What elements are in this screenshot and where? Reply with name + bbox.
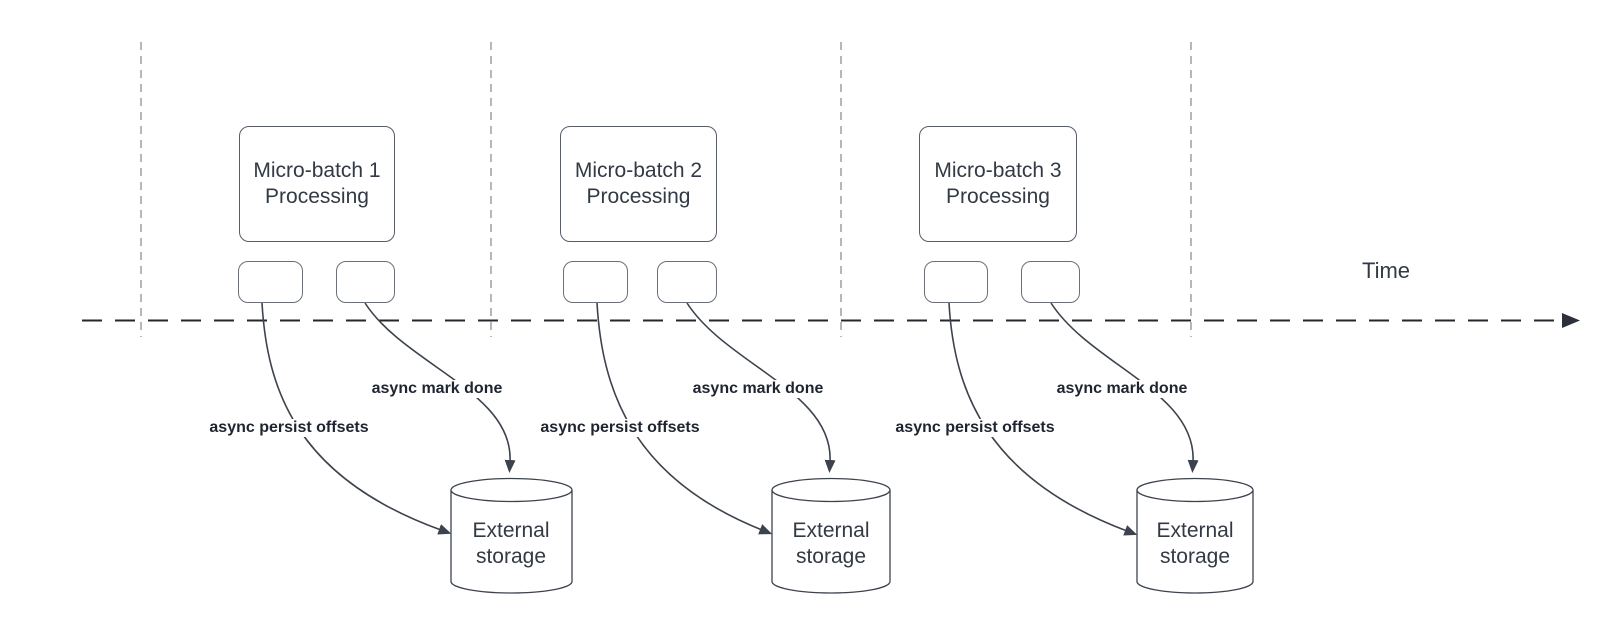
mark-done-label-1: async mark done <box>368 380 506 398</box>
cylinder-top <box>1136 477 1254 503</box>
processing-box-title-line2: Processing <box>946 185 1050 208</box>
processing-box-title-line1: Micro-batch 2 <box>574 159 703 182</box>
external-storage-cylinder-3 <box>1136 477 1254 594</box>
storage-label-line1: External <box>472 519 550 542</box>
micro-batch-2-processing-box: Micro-batch 2 Processing <box>560 126 717 242</box>
offset-task-box-2 <box>563 261 628 303</box>
offset-task-box-1 <box>238 261 303 303</box>
mark-done-connector-2 <box>686 302 836 473</box>
mark-done-connector-1 <box>364 302 516 473</box>
processing-box-title-line1: Micro-batch 1 <box>253 159 381 182</box>
cylinder-top <box>450 477 573 503</box>
cylinder-body <box>1136 490 1254 594</box>
mark-done-task-box-2 <box>657 261 717 303</box>
cylinder-body <box>771 490 891 594</box>
external-storage-cylinder-1 <box>450 477 573 594</box>
persist-offsets-label-2: async persist offsets <box>537 419 703 437</box>
storage-label-line1: External <box>792 519 870 542</box>
persist-offsets-connector-2 <box>596 302 773 535</box>
mark-done-connector-3 <box>1050 302 1199 473</box>
storage-label-line2: storage <box>795 545 867 568</box>
offset-task-box-3 <box>924 261 988 303</box>
cylinder-top <box>771 477 891 503</box>
storage-label-line2: storage <box>1159 545 1231 568</box>
processing-box-title-line2: Processing <box>265 185 369 208</box>
persist-offsets-connector-3 <box>948 302 1138 536</box>
external-storage-label-3: External storage <box>1156 518 1233 570</box>
storage-label-line2: storage <box>475 545 547 568</box>
processing-box-title-line2: Processing <box>586 185 691 208</box>
time-axis-label: Time <box>1361 258 1411 283</box>
processing-box-title-line1: Micro-batch 3 <box>934 159 1062 182</box>
persist-offsets-label-3: async persist offsets <box>892 419 1058 437</box>
mark-done-label-2: async mark done <box>689 380 827 398</box>
cylinder-body <box>450 490 573 594</box>
external-storage-label-2: External storage <box>792 518 869 570</box>
external-storage-label-1: External storage <box>472 518 549 570</box>
external-storage-cylinder-2 <box>771 477 891 594</box>
mark-done-task-box-1 <box>336 261 395 303</box>
mark-done-task-box-3 <box>1021 261 1080 303</box>
micro-batch-1-processing-box: Micro-batch 1 Processing <box>239 126 395 242</box>
storage-label-line1: External <box>1156 519 1234 542</box>
mark-done-label-3: async mark done <box>1053 380 1191 398</box>
persist-offsets-connector-1 <box>261 302 452 535</box>
micro-batch-3-processing-box: Micro-batch 3 Processing <box>919 126 1077 242</box>
persist-offsets-label-1: async persist offsets <box>206 419 372 437</box>
time-axis-arrowhead-icon <box>1562 313 1580 328</box>
